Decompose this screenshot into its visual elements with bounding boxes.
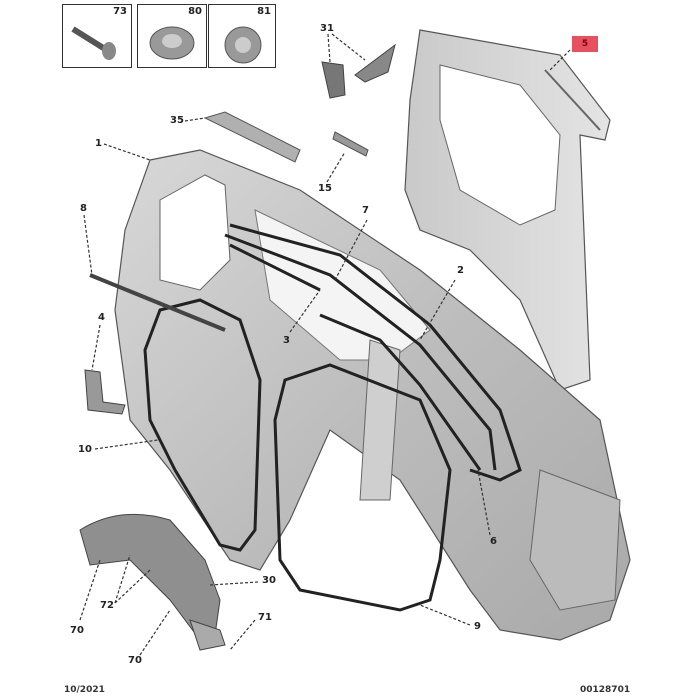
footer-date: 10/2021 [64, 685, 105, 695]
clip-icon [149, 26, 195, 60]
part-8-strip [89, 273, 226, 332]
callout-71: 71 [258, 612, 272, 623]
callout-81: 81 [257, 6, 271, 17]
highlighted-part-5: 5 [572, 36, 598, 52]
callout-10: 10 [78, 444, 92, 455]
hardware-box-73: 73 [62, 4, 132, 68]
callout-73: 73 [113, 6, 127, 17]
callout-7: 7 [362, 205, 369, 216]
callout-3: 3 [283, 335, 290, 346]
callout-1: 1 [95, 138, 102, 149]
callout-4: 4 [98, 312, 105, 323]
hardware-box-81: 81 [208, 4, 276, 68]
part-30-wheel-arch-liner [79, 513, 226, 651]
part-31-clips [321, 43, 396, 99]
door-seals [143, 223, 522, 612]
part-4-bracket [84, 369, 126, 415]
callout-35: 35 [170, 115, 184, 126]
callout-6: 6 [490, 536, 497, 547]
part-15-trim [332, 131, 369, 157]
callout-15: 15 [318, 183, 332, 194]
part-35-trim [203, 111, 301, 163]
part-5-quarter-panel [404, 29, 611, 391]
callout-2: 2 [457, 265, 464, 276]
callout-9: 9 [474, 621, 481, 632]
leader-lines [79, 33, 571, 656]
callout-30: 30 [262, 575, 276, 586]
callout-72: 72 [100, 600, 114, 611]
callout-8: 8 [80, 203, 87, 214]
clip-icon [224, 26, 262, 64]
screw-icon [71, 26, 116, 60]
callout-80: 80 [188, 6, 202, 17]
callout-70b: 70 [128, 655, 142, 666]
footer-reference: 00128701 [580, 685, 631, 695]
callout-31: 31 [320, 23, 334, 34]
callout-70: 70 [70, 625, 84, 636]
hardware-box-80: 80 [137, 4, 207, 68]
